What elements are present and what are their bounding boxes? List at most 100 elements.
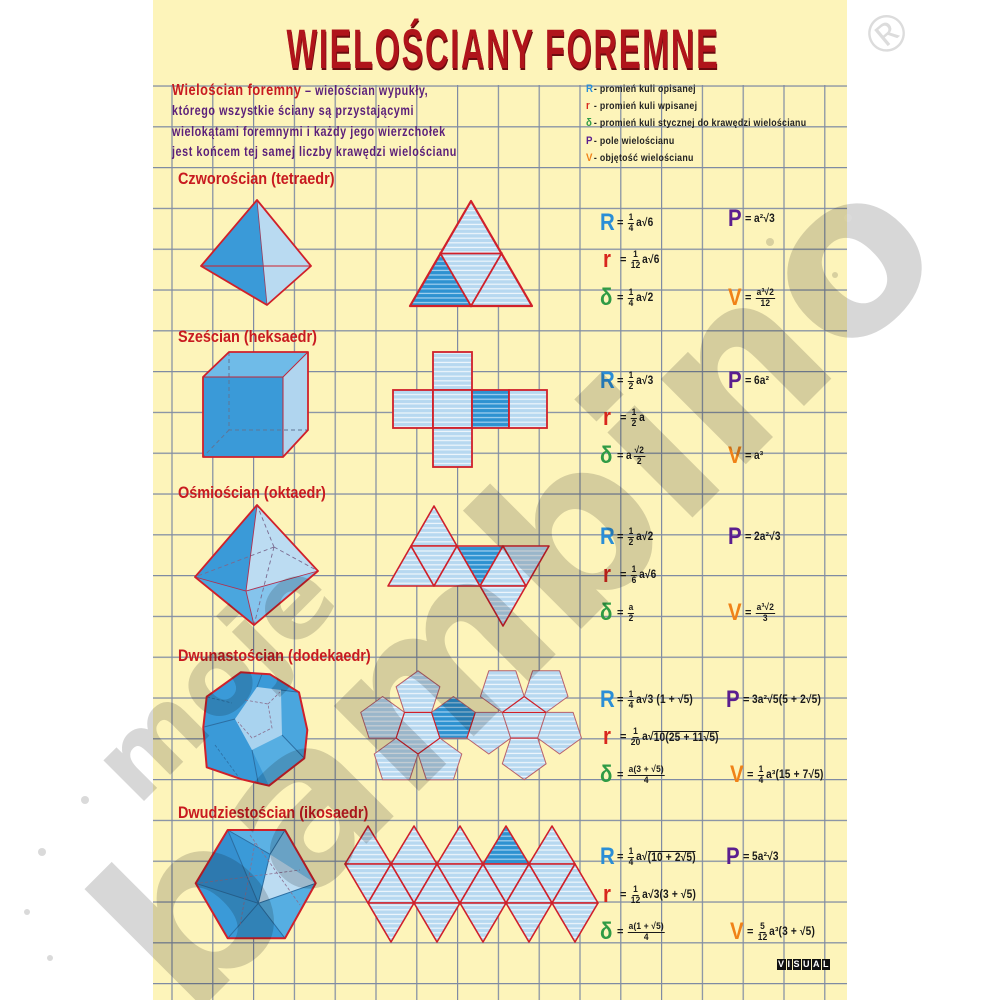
equals-sign: =: [617, 450, 624, 462]
legend-text: - promień kuli wpisanej: [593, 101, 698, 113]
fraction-numerator: √2: [634, 444, 646, 457]
section-heading: Sześcian (heksaedr): [178, 327, 317, 346]
equals-sign: =: [620, 731, 627, 743]
legend-symbol-delta: δ: [586, 117, 593, 130]
symbol-V: V: [728, 442, 742, 469]
formula-text: a√3(3 + √5): [642, 889, 697, 901]
fraction-denominator: 12: [631, 259, 641, 271]
equals-sign: =: [617, 292, 624, 304]
formula-text: a³(15 + 7√5): [766, 769, 825, 781]
formula-text: a√6: [636, 217, 654, 229]
formula-surface-area: P=5a²√3: [726, 842, 783, 872]
formula-expression: a³: [754, 450, 763, 462]
fraction-denominator: 2: [629, 612, 634, 624]
definition-line-1-rest: – wielościan wypukły,: [301, 83, 429, 98]
legend-text: - promień kuli opisanej: [593, 84, 696, 95]
square-root: √(10 + 2√5): [642, 850, 697, 864]
fraction-denominator: 12: [631, 894, 641, 906]
section-heading: Dwudziestościan (ikosaedr): [178, 803, 369, 822]
fraction-numerator: a³√2: [756, 601, 776, 614]
section-heading: Dwunastościan (dodekaedr): [178, 646, 371, 665]
legend-text: - promień kuli stycznej do krawędzi wiel…: [593, 118, 807, 130]
symbol-P: P: [728, 367, 742, 394]
symbol-V: V: [730, 918, 744, 945]
legend-text: - pole wielościanu: [593, 135, 675, 147]
fraction-denominator: 12: [760, 297, 771, 309]
symbol-r: r: [603, 723, 611, 750]
symbol-delta: δ: [600, 442, 613, 469]
fraction-numerator: 1: [628, 525, 635, 538]
octahedron-net-figure: [387, 505, 550, 627]
equals-sign: =: [617, 926, 624, 938]
legend-item: P- pole wielościanu: [586, 133, 806, 150]
radical-sign: √: [648, 730, 655, 743]
square-root: √10(25 + 11√5): [648, 730, 720, 744]
fraction-numerator: 1: [631, 406, 638, 419]
equals-sign: =: [745, 292, 752, 304]
equals-sign: =: [620, 569, 627, 581]
publisher-logo-letter: I: [786, 959, 792, 970]
formula-midradius: δ=a(3 + √5)4: [600, 760, 672, 790]
symbol-r: r: [603, 404, 611, 431]
fraction-denominator: 4: [629, 699, 634, 711]
formula-text: 5a²√3: [752, 851, 780, 863]
symbol-r: r: [603, 881, 611, 908]
equals-sign: =: [747, 926, 754, 938]
fraction-numerator: 1: [758, 763, 765, 776]
fraction-numerator: 1: [628, 286, 635, 299]
legend-item: r- promień kuli wpisanej: [586, 98, 806, 115]
formula-surface-area: P=a²√3: [728, 204, 778, 234]
symbol-R: R: [600, 523, 615, 550]
publisher-logo-letter: U: [802, 959, 812, 970]
fraction-numerator: 1: [628, 211, 635, 224]
fraction-denominator: 4: [629, 856, 634, 868]
section-heading: Czworościan (tetraedr): [178, 169, 335, 188]
legend-item: V- objętość wielościanu: [586, 150, 806, 167]
symbol-P: P: [726, 843, 740, 870]
formula-text: a³: [754, 450, 764, 462]
icosahedron-net-figure: [344, 825, 599, 943]
formula-text: a√3 (1 + √5): [636, 694, 694, 706]
equals-sign: =: [747, 769, 754, 781]
equals-sign: =: [745, 531, 752, 543]
fraction-denominator: 3: [763, 612, 769, 624]
formula-expression: 5a²√3: [752, 851, 779, 863]
publisher-logo-letter: L: [822, 959, 831, 970]
fraction-denominator: 20: [631, 736, 641, 748]
publisher-logo-letter: V: [777, 959, 786, 970]
symbol-R: R: [600, 843, 615, 870]
fraction-denominator: 2: [629, 536, 634, 548]
fraction: a(1 + √5)4: [628, 921, 666, 943]
definition-line-3: wielokątami foremnymi i każdy jego wierz…: [172, 123, 446, 139]
legend-symbol-R: R: [586, 83, 594, 95]
formula-text: a√2: [636, 292, 654, 304]
formula-text: a²√3: [754, 213, 776, 225]
symbol-V: V: [730, 761, 744, 788]
